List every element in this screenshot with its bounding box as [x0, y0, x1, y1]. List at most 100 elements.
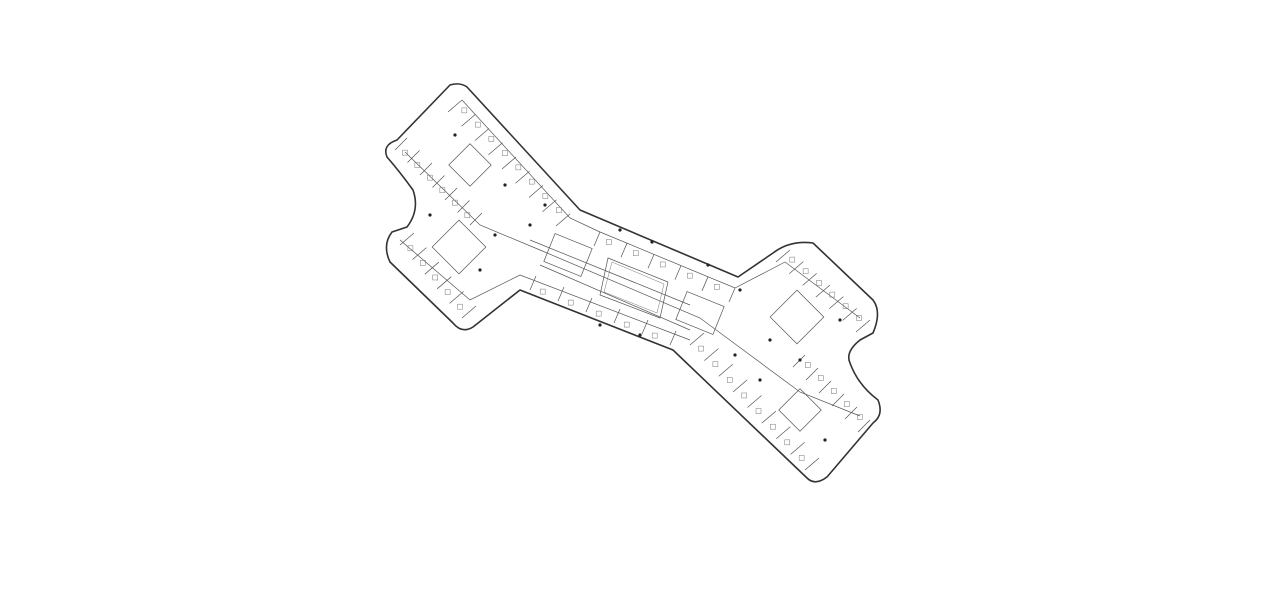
column: [493, 233, 497, 237]
room-partition: [802, 273, 817, 286]
room-partition: [704, 348, 719, 361]
column: [598, 323, 602, 327]
furniture: [789, 256, 796, 263]
room-partition: [407, 150, 420, 163]
furniture: [714, 284, 720, 290]
room-grid: [394, 99, 871, 471]
room-partition: [647, 254, 655, 269]
room-partition: [593, 231, 601, 247]
furniture: [857, 414, 863, 420]
column: [823, 438, 827, 442]
furniture: [439, 187, 446, 193]
furniture: [427, 174, 433, 181]
furniture: [539, 288, 546, 295]
cores: [431, 143, 825, 432]
room-partition: [424, 261, 440, 275]
furniture: [595, 310, 602, 317]
room-partition: [728, 287, 736, 303]
furniture: [798, 455, 805, 461]
column: [733, 353, 737, 357]
column: [528, 223, 532, 227]
furniture: [488, 136, 495, 142]
room-partition: [805, 367, 819, 381]
room-partition: [815, 284, 831, 298]
column: [838, 318, 842, 322]
furniture: [755, 408, 762, 414]
room-partition: [641, 319, 649, 335]
furniture: [464, 212, 471, 218]
furniture: [542, 193, 549, 199]
furniture: [623, 321, 630, 328]
corridor-lines: [399, 99, 861, 417]
furniture: [402, 149, 408, 156]
furniture: [633, 250, 639, 257]
room-partition: [776, 426, 791, 440]
atrium: [599, 257, 669, 319]
room-partition: [555, 213, 571, 227]
furniture: [727, 377, 733, 383]
furniture: [741, 392, 747, 399]
furniture: [856, 315, 862, 321]
furniture: [420, 260, 426, 266]
column: [758, 378, 762, 382]
room-partition: [790, 442, 805, 455]
room-partition: [444, 187, 458, 201]
room-partition: [488, 142, 503, 156]
room-partition: [831, 393, 845, 407]
room-partition: [501, 156, 517, 170]
furniture: [651, 332, 658, 339]
room-partition: [761, 410, 777, 424]
furniture: [770, 423, 776, 430]
room-partition: [855, 319, 871, 333]
furniture: [805, 362, 811, 368]
furniture: [816, 280, 822, 286]
room-partition: [842, 308, 857, 321]
furniture: [698, 345, 704, 352]
room-partition: [474, 128, 490, 141]
furniture: [452, 199, 458, 206]
room-partition: [436, 276, 452, 290]
room-partition: [585, 297, 593, 313]
column: [428, 213, 432, 217]
room-partition: [689, 332, 705, 346]
furniture: [831, 388, 837, 394]
furniture: [842, 303, 849, 310]
room-partition: [718, 363, 733, 377]
room-partition: [412, 247, 427, 260]
furniture: [712, 361, 719, 367]
room-partition: [613, 308, 621, 324]
room-partition: [449, 291, 464, 304]
column: [768, 338, 772, 342]
room-partition: [528, 185, 544, 198]
column: [798, 358, 802, 362]
furniture: [844, 401, 850, 407]
room-partition: [804, 457, 820, 471]
furniture: [829, 291, 836, 298]
column: [503, 183, 507, 187]
room-partition: [620, 243, 628, 258]
structural-columns: [428, 133, 842, 442]
room-partition: [515, 170, 530, 184]
room-partition: [457, 200, 470, 213]
furniture: [444, 289, 451, 295]
furniture: [529, 178, 535, 185]
room-partition: [789, 261, 804, 274]
furniture: [784, 439, 791, 446]
furniture: [660, 261, 666, 268]
column: [738, 288, 742, 292]
furniture: [475, 121, 481, 128]
room-partition: [529, 275, 537, 291]
room-partition: [394, 137, 408, 151]
furniture: [414, 162, 421, 168]
furniture: [432, 274, 438, 281]
building-outline: [384, 83, 881, 483]
room-partition: [747, 395, 762, 408]
column: [618, 228, 622, 232]
furniture: [818, 375, 824, 381]
room-partition: [829, 296, 844, 309]
room-partition: [701, 276, 709, 291]
column: [638, 333, 642, 337]
column: [478, 268, 482, 272]
furniture: [802, 268, 809, 275]
